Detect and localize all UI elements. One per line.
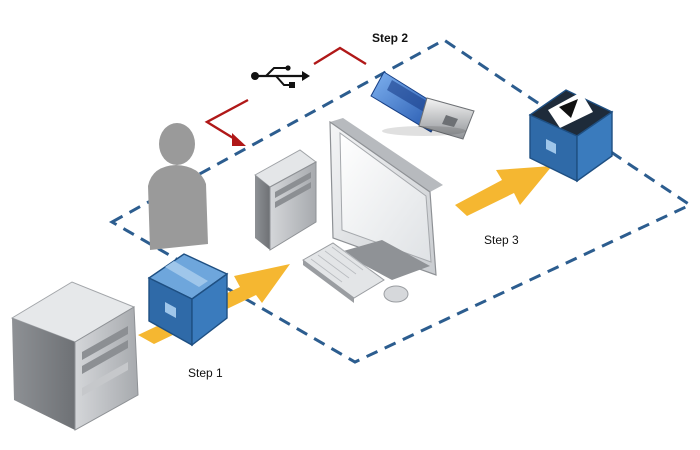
package-icon: [147, 253, 229, 347]
step-1-label: Step 1: [188, 366, 223, 380]
computer-monitor-icon: [329, 118, 443, 280]
usb-path-arrowhead: [232, 133, 246, 146]
usb-symbol-icon: [251, 65, 310, 88]
person-icon: [148, 123, 208, 250]
step-2-label: Step 2: [372, 31, 409, 45]
computer-tower-icon: [254, 149, 317, 251]
signed-package-icon: [528, 89, 614, 183]
usb-transfer-path: [313, 46, 367, 66]
keyboard-icon: [302, 242, 385, 303]
usb-return-path: [204, 98, 249, 143]
step3-arrow: [455, 166, 552, 216]
step-3-label: Step 3: [484, 233, 519, 247]
server-icon: [10, 281, 139, 431]
mouse-icon: [383, 285, 409, 303]
usb-drive-icon: [370, 71, 475, 140]
